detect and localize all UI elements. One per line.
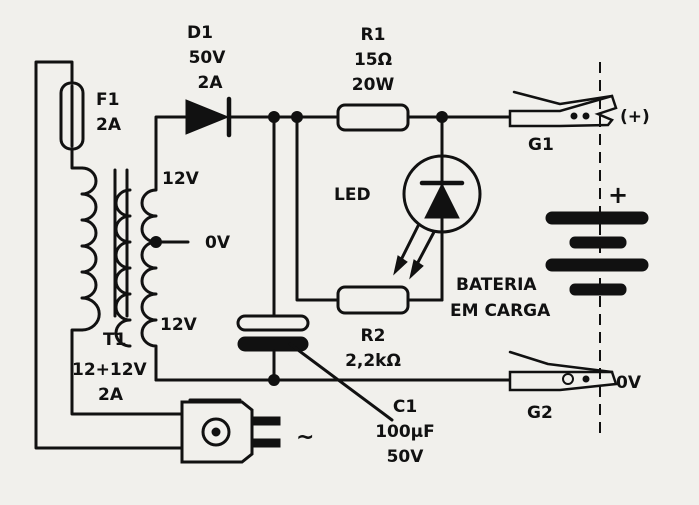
g1-sign-label: (+) xyxy=(620,107,650,127)
mains-wiring xyxy=(34,60,192,450)
diode-current-label: 2A xyxy=(198,73,224,93)
tap-bottom-label: 12V xyxy=(160,315,198,335)
g2-ref-label: G2 xyxy=(527,403,553,423)
c1-ref-label: C1 xyxy=(393,397,417,417)
r2-ref-label: R2 xyxy=(361,326,386,346)
ac-symbol-label: ~ xyxy=(296,425,314,450)
r1-ref-label: R1 xyxy=(361,25,386,45)
battery-plus-label: + xyxy=(608,181,628,209)
c1-voltage-label: 50V xyxy=(387,447,425,467)
r1-value-label: 15Ω xyxy=(354,50,392,70)
capacitor-c1 xyxy=(236,115,394,422)
transformer-rating-label: 12+12V xyxy=(72,360,148,380)
c1-value-label: 100µF xyxy=(375,422,435,442)
tap-top-label: 12V xyxy=(162,169,200,189)
diode-d1 xyxy=(154,96,340,138)
tap-center-label: 0V xyxy=(205,233,231,253)
diode-ref-label: D1 xyxy=(187,23,213,43)
led-indicator xyxy=(393,115,482,302)
fuse-f1 xyxy=(59,81,85,151)
clip-g1 xyxy=(508,90,618,128)
battery-label-line1: BATERIA xyxy=(456,275,537,295)
diode-voltage-label: 50V xyxy=(189,48,227,68)
fuse-rating-label: 2A xyxy=(96,115,122,135)
g2-zero-label: 0V xyxy=(616,373,642,393)
transformer-t1 xyxy=(80,118,190,382)
fuse-ref-label: F1 xyxy=(96,90,119,110)
g1-ref-label: G1 xyxy=(528,135,554,155)
resistor-r2 xyxy=(295,115,444,315)
ac-plug xyxy=(180,398,281,464)
transformer-current-label: 2A xyxy=(98,385,124,405)
resistor-r1 xyxy=(336,103,516,132)
clip-g2 xyxy=(508,350,618,392)
led-label: LED xyxy=(334,185,371,205)
transformer-ref-label: T1 xyxy=(103,330,126,350)
r2-value-label: 2,2kΩ xyxy=(345,351,401,371)
labels: F1 2A D1 50V 2A R1 15Ω 20W LED 12V 0V 12… xyxy=(72,23,650,467)
r1-power-label: 20W xyxy=(352,75,395,95)
battery-under-charge xyxy=(545,62,649,440)
battery-label-line2: EM CARGA xyxy=(450,301,551,321)
